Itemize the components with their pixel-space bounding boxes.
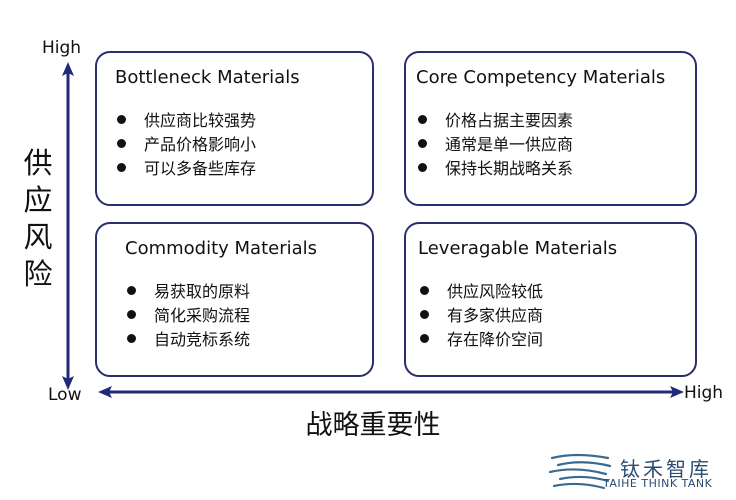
logo-icon <box>548 453 612 490</box>
bullet-icon <box>418 163 427 172</box>
bullet-icon <box>418 115 427 124</box>
quadrant-title: Core Competency Materials <box>416 67 666 88</box>
y-axis-high-label: High <box>42 38 82 58</box>
logo-name-cn: 钛禾智库 <box>620 457 712 481</box>
quadrant-commodity: Commodity Materials 易获取的原料 简化采购流程 自动竞标系统 <box>95 222 374 377</box>
list-item-text: 简化采购流程 <box>154 306 251 325</box>
list-item-text: 供应商比较强势 <box>144 111 257 130</box>
quadrant-title: Commodity Materials <box>125 238 318 259</box>
bullet-icon <box>418 139 427 148</box>
bullet-icon <box>117 115 126 124</box>
list-item: 存在降价空间 <box>420 328 543 352</box>
logo-name-en: TAIHE THINK TANK <box>603 477 713 490</box>
list-item-text: 存在降价空间 <box>447 330 544 349</box>
list-item-text: 供应风险较低 <box>447 282 544 301</box>
list-item-text: 产品价格影响小 <box>144 135 257 154</box>
y-axis-title: 供应风险 <box>23 146 53 291</box>
list-item-text: 自动竞标系统 <box>154 330 251 349</box>
list-item: 简化采购流程 <box>127 304 250 328</box>
quadrant-list: 易获取的原料 简化采购流程 自动竞标系统 <box>127 280 250 352</box>
bullet-icon <box>127 286 136 295</box>
quadrant-title: Bottleneck Materials <box>115 67 300 88</box>
bullet-icon <box>127 334 136 343</box>
list-item: 有多家供应商 <box>420 304 543 328</box>
quadrant-title: Leveragable Materials <box>418 238 618 259</box>
bullet-icon <box>420 286 429 295</box>
list-item: 产品价格影响小 <box>117 133 256 157</box>
list-item: 通常是单一供应商 <box>418 133 573 157</box>
y-axis-arrow <box>62 62 74 390</box>
list-item: 价格占据主要因素 <box>418 109 573 133</box>
x-axis-high-label: High <box>684 383 724 403</box>
bullet-icon <box>127 310 136 319</box>
quadrant-list: 供应风险较低 有多家供应商 存在降价空间 <box>420 280 543 352</box>
list-item: 供应风险较低 <box>420 280 543 304</box>
bullet-icon <box>420 310 429 319</box>
bullet-icon <box>117 139 126 148</box>
list-item: 自动竞标系统 <box>127 328 250 352</box>
quadrant-list: 价格占据主要因素 通常是单一供应商 保持长期战略关系 <box>418 109 573 181</box>
x-axis-title: 战略重要性 <box>305 410 441 441</box>
list-item-text: 通常是单一供应商 <box>445 135 574 154</box>
list-item: 供应商比较强势 <box>117 109 256 133</box>
list-item-text: 价格占据主要因素 <box>445 111 574 130</box>
quadrant-core-competency: Core Competency Materials 价格占据主要因素 通常是单一… <box>404 51 697 206</box>
list-item-text: 有多家供应商 <box>447 306 544 325</box>
list-item-text: 保持长期战略关系 <box>445 159 574 178</box>
list-item: 可以多备些库存 <box>117 157 256 181</box>
y-axis-low-label: Low <box>48 385 82 405</box>
bullet-icon <box>117 163 126 172</box>
list-item-text: 可以多备些库存 <box>144 159 257 178</box>
quadrant-list: 供应商比较强势 产品价格影响小 可以多备些库存 <box>117 109 256 181</box>
list-item: 保持长期战略关系 <box>418 157 573 181</box>
quadrant-bottleneck: Bottleneck Materials 供应商比较强势 产品价格影响小 可以多… <box>95 51 374 206</box>
quadrant-leveragable: Leveragable Materials 供应风险较低 有多家供应商 存在降价… <box>404 222 697 377</box>
list-item: 易获取的原料 <box>127 280 250 304</box>
bullet-icon <box>420 334 429 343</box>
list-item-text: 易获取的原料 <box>154 282 251 301</box>
x-axis-arrow <box>98 386 684 398</box>
